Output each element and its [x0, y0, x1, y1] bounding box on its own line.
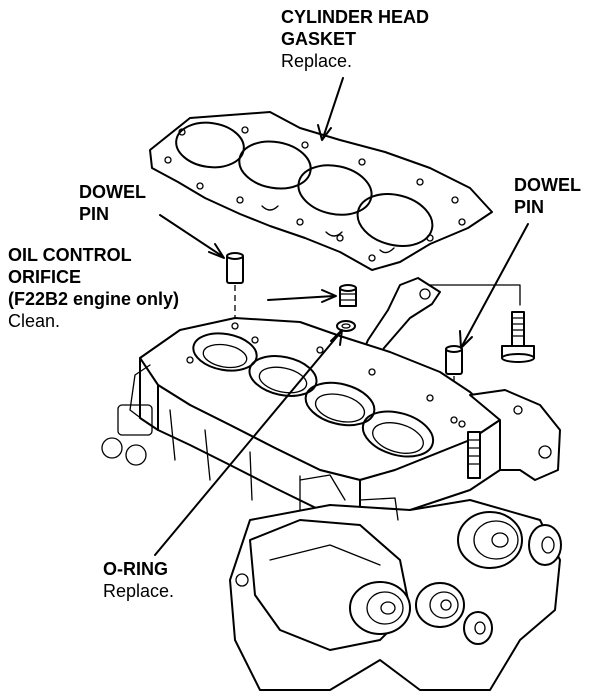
- dowel-right-line1: DOWEL: [514, 175, 581, 195]
- dowel-left-line2: PIN: [79, 204, 110, 224]
- gasket-label: CYLINDER HEAD GASKET Replace.: [281, 6, 429, 72]
- cam-housing: [467, 389, 561, 481]
- dowel-right-label: DOWEL PIN: [514, 174, 581, 218]
- o-ring-line1: O-RING: [103, 559, 168, 579]
- o-ring: [336, 320, 356, 332]
- oil-orifice-line1: OIL CONTROL: [8, 245, 132, 265]
- oil-control-orifice: [339, 284, 357, 307]
- pulley-right: [457, 511, 562, 569]
- oil-orifice-note: Clean.: [8, 311, 61, 331]
- o-ring-note: Replace.: [103, 581, 175, 601]
- dowel-pin-left: [226, 252, 244, 320]
- pulley-left: [349, 581, 411, 635]
- dowel-right-line2: PIN: [514, 197, 545, 217]
- o-ring-label: O-RING Replace.: [103, 558, 174, 602]
- engine-block: [101, 317, 501, 521]
- gasket-label-line1: CYLINDER HEAD: [281, 7, 430, 27]
- pulley-middle: [415, 582, 493, 645]
- cylinder-head-gasket: [149, 111, 493, 271]
- leader-lines: [154, 77, 529, 556]
- dowel-left-line1: DOWEL: [79, 182, 146, 202]
- oil-orifice-label: OIL CONTROL ORIFICE (F22B2 engine only) …: [8, 244, 179, 332]
- gasket-label-line2: GASKET: [281, 29, 357, 49]
- dowel-left-label: DOWEL PIN: [79, 181, 146, 225]
- oil-orifice-line2: ORIFICE: [8, 267, 82, 287]
- oil-orifice-line3: (F22B2 engine only): [8, 289, 180, 309]
- gasket-label-note: Replace.: [281, 51, 353, 71]
